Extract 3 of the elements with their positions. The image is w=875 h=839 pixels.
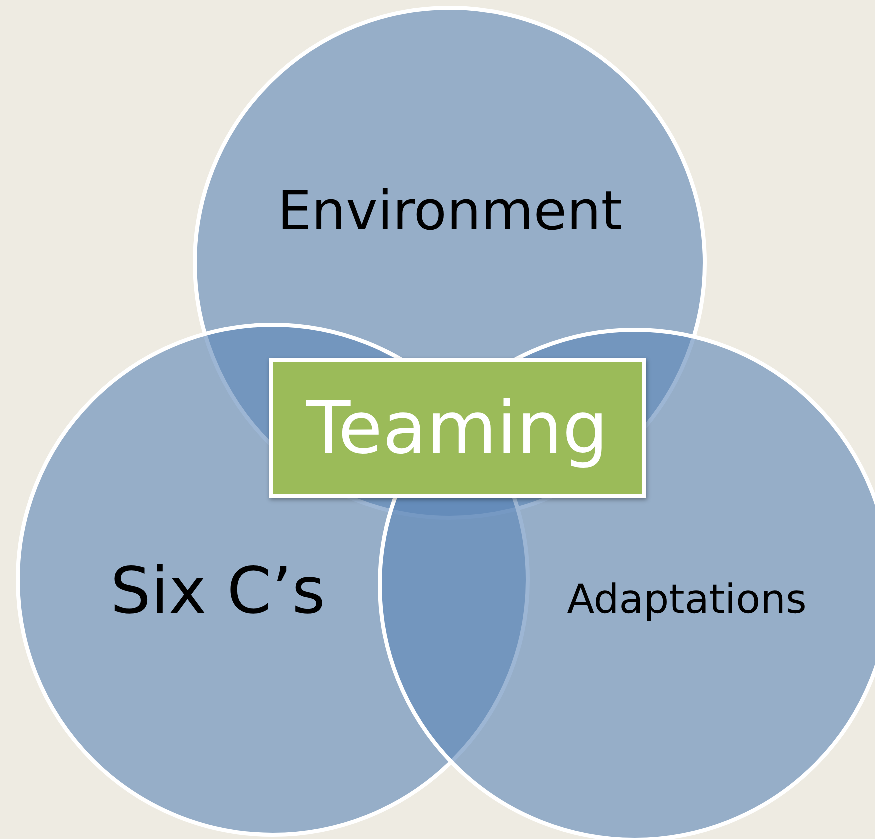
- circle-label: Six C’s: [110, 555, 326, 629]
- circle-label: Environment: [278, 180, 622, 242]
- circle-label: Adaptations: [567, 577, 807, 623]
